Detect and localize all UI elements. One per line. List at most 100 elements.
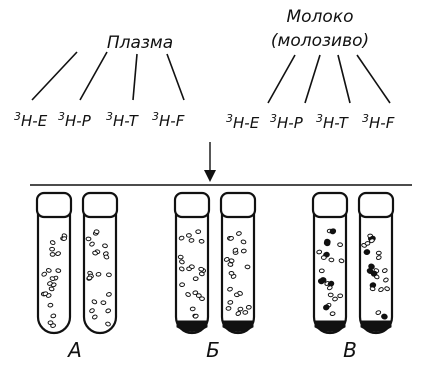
plasma-line-4 <box>166 53 185 101</box>
particle-dark <box>381 313 388 320</box>
particle <box>61 236 68 241</box>
particle-dark <box>319 277 327 283</box>
particle <box>50 313 57 319</box>
particle <box>178 235 185 241</box>
particle-dark <box>370 270 378 277</box>
precipitate-band <box>360 320 392 332</box>
particle <box>49 246 55 252</box>
hormone-label-E-plasma: 3H-E <box>14 110 48 130</box>
particle <box>228 258 235 264</box>
test-tubes <box>35 191 395 335</box>
particle <box>195 229 202 235</box>
isotope: 3 <box>152 110 159 123</box>
hormone-symbol: H-F <box>159 112 185 130</box>
particle <box>244 264 251 270</box>
test-tube <box>219 191 257 335</box>
particle <box>245 304 252 310</box>
particle <box>41 271 47 277</box>
particle <box>369 286 376 292</box>
particle <box>106 272 112 278</box>
tube-cap <box>311 191 349 219</box>
particle <box>192 276 199 282</box>
particle <box>86 275 93 281</box>
particle <box>92 250 98 256</box>
plasma-line-2 <box>79 51 108 101</box>
tube-cap <box>35 191 73 219</box>
particle <box>179 259 185 265</box>
particle <box>364 241 371 246</box>
particle <box>227 286 233 292</box>
hormone-label-P-plasma: 3H-P <box>58 110 92 130</box>
particle <box>237 306 244 312</box>
particle-dark <box>323 240 331 247</box>
particle <box>384 286 390 292</box>
particle <box>328 257 335 263</box>
particle <box>242 310 249 315</box>
hormone-label-E-milk: 3H-E <box>226 112 260 132</box>
hormone-symbol: H-P <box>65 112 92 130</box>
test-tube <box>81 191 119 335</box>
test-tube <box>311 191 349 335</box>
plasma-hormone-labels: 3H-E 3H-P 3H-T 3H-F <box>14 110 185 130</box>
hormone-label-T-plasma: 3H-T <box>106 110 140 130</box>
particle <box>236 231 242 236</box>
particle <box>105 321 111 327</box>
particle <box>235 311 242 316</box>
hormone-symbol: H-P <box>277 114 304 132</box>
particle <box>49 252 56 257</box>
particle <box>198 238 205 244</box>
particle <box>228 236 234 241</box>
particle <box>375 250 382 256</box>
isotope: 3 <box>14 110 21 123</box>
hormone-symbol: H-T <box>113 112 140 130</box>
particle <box>89 308 95 314</box>
isotope: 3 <box>106 110 113 123</box>
hormone-symbol: H-F <box>369 114 395 132</box>
test-tube <box>173 191 211 335</box>
tube-cap <box>81 191 119 219</box>
particle <box>337 242 343 248</box>
particle <box>42 291 49 297</box>
milk-line-1 <box>267 54 296 104</box>
particle-dark <box>327 280 335 287</box>
particle <box>55 251 61 256</box>
particle <box>89 241 95 247</box>
particle <box>227 300 234 305</box>
particle <box>192 290 199 296</box>
particle <box>95 271 102 277</box>
flow-arrow-head <box>204 170 216 182</box>
particle <box>375 310 382 315</box>
group-label-a: А <box>66 338 82 362</box>
test-tube <box>35 191 73 335</box>
particle <box>45 268 52 273</box>
particle <box>240 248 247 254</box>
particle <box>338 258 345 264</box>
particle <box>92 314 98 320</box>
particle <box>185 292 191 297</box>
isotope: 3 <box>362 112 369 125</box>
particle <box>223 256 230 262</box>
hormone-label-F-milk: 3H-F <box>362 112 395 132</box>
tube-body <box>36 199 72 335</box>
precipitate-band <box>222 320 254 332</box>
source-title-colostrum: (молозиво) <box>271 31 369 51</box>
particle <box>332 296 338 302</box>
milk-line-4 <box>356 54 391 104</box>
particle <box>232 247 239 253</box>
particle <box>85 236 92 242</box>
particle <box>47 281 53 286</box>
hormone-symbol: H-T <box>323 114 350 132</box>
particle <box>47 320 54 326</box>
tube-body <box>82 199 118 335</box>
precipitate-band <box>176 320 208 332</box>
hormone-label-F-plasma: 3H-F <box>152 110 185 130</box>
particle <box>198 266 205 272</box>
particle <box>179 266 185 272</box>
particle <box>179 282 185 288</box>
hormone-symbol: H-E <box>233 114 260 132</box>
particle <box>376 255 382 261</box>
plasma-line-3 <box>132 53 138 101</box>
particle <box>106 292 112 297</box>
